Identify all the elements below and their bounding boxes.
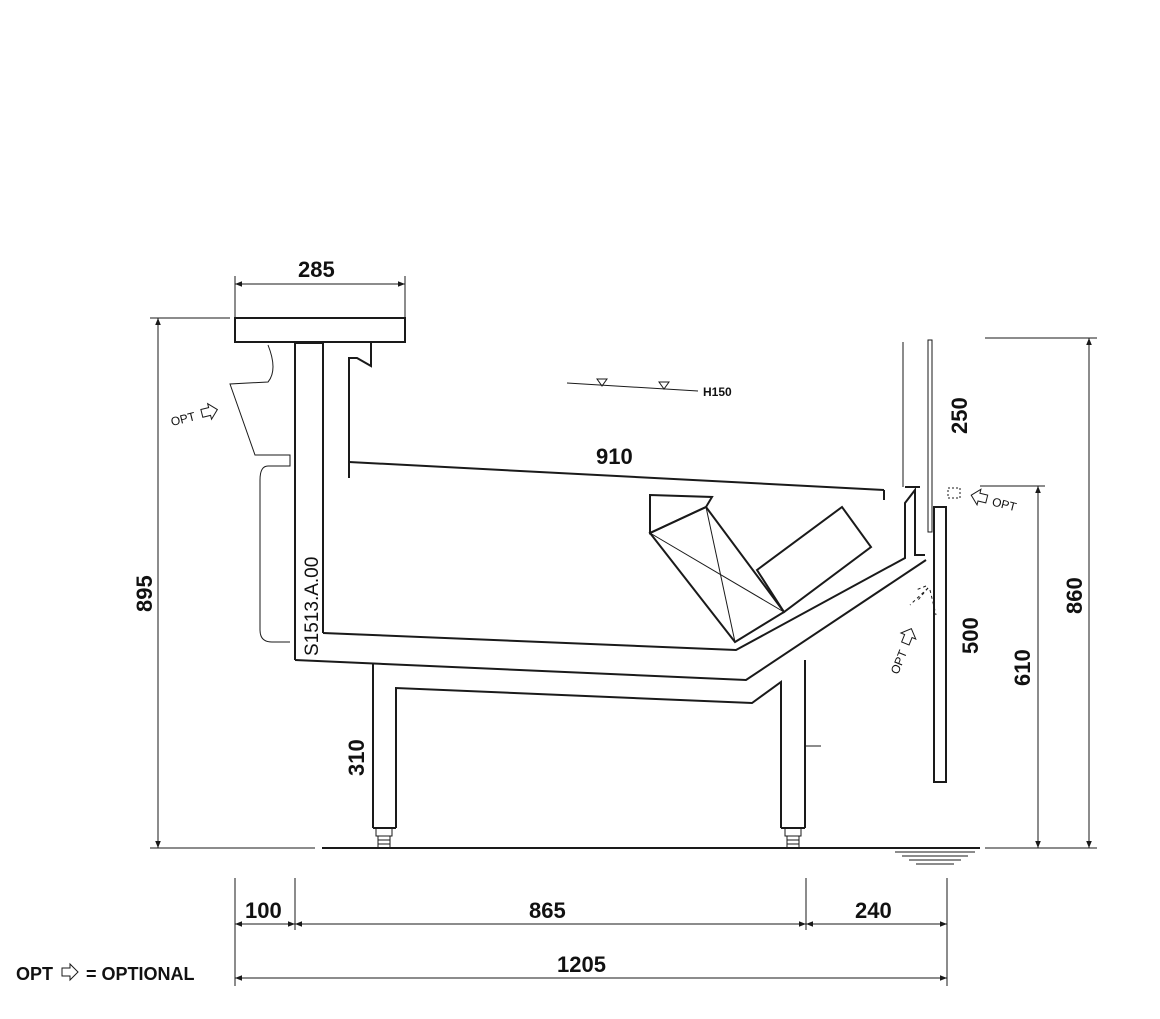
top-shelf [234,317,406,343]
dimension-total-depth-label: 1205 [557,952,606,977]
dimension-top-width: 285 [234,257,406,318]
inner-front-wall [348,342,885,500]
dimension-counter-height: 610 [980,485,1045,848]
legend: OPT = OPTIONAL [16,962,195,984]
dimension-base-span-label: 865 [529,898,566,923]
optional-tag-rear-top: OPT [970,488,1019,515]
tub-body [294,486,927,682]
floor-line [322,847,980,865]
opt-tag-rear-bottom-text: OPT [888,647,910,676]
dimension-glass-height-label: 250 [947,397,972,434]
dimension-leg-height-label: 310 [344,739,369,776]
optional-front-bracket [229,344,291,643]
opt-tag-front-text: OPT [169,409,197,429]
adjustable-feet [375,827,802,849]
dimension-rear-height: 860 [985,337,1097,849]
dimension-rear-panel-label: 500 [958,617,983,654]
opt-arrow-icon [200,402,219,421]
dimension-rear-height-label: 860 [1062,577,1087,614]
base-frame [372,660,821,829]
front-column [294,342,324,660]
dimension-total-depth: 1205 [234,930,948,986]
optional-tag-rear-bottom: OPT [888,627,917,676]
dimension-counter-height-label: 610 [1010,649,1035,686]
legend-arrow-icon [61,962,79,982]
legend-opt-label: OPT [16,964,53,984]
dimension-bottom-chain: 100 865 240 [234,878,948,930]
dimension-front-overhang-label: 100 [245,898,282,923]
water-level-indicator: H150 [566,378,732,399]
optional-spray [909,585,937,616]
legend-meaning-label: = OPTIONAL [86,964,195,984]
product-trays [648,493,873,644]
model-code-label: S1513.A.00 [302,557,323,656]
opt-tag-rear-top-text: OPT [991,495,1019,515]
water-level-label: H150 [703,385,732,399]
rear-glass [902,339,947,783]
dimension-total-height-label: 895 [132,575,157,612]
dimension-total-height: 895 [132,317,315,849]
opt-arrow-icon [970,488,989,507]
dimension-top-width-label: 285 [298,257,335,282]
dimension-inner-width-label: 910 [596,444,633,469]
optional-tag-front: OPT [169,402,219,429]
dimension-rear-overhang-label: 240 [855,898,892,923]
opt-arrow-icon [899,627,917,646]
optional-socket [947,487,961,499]
